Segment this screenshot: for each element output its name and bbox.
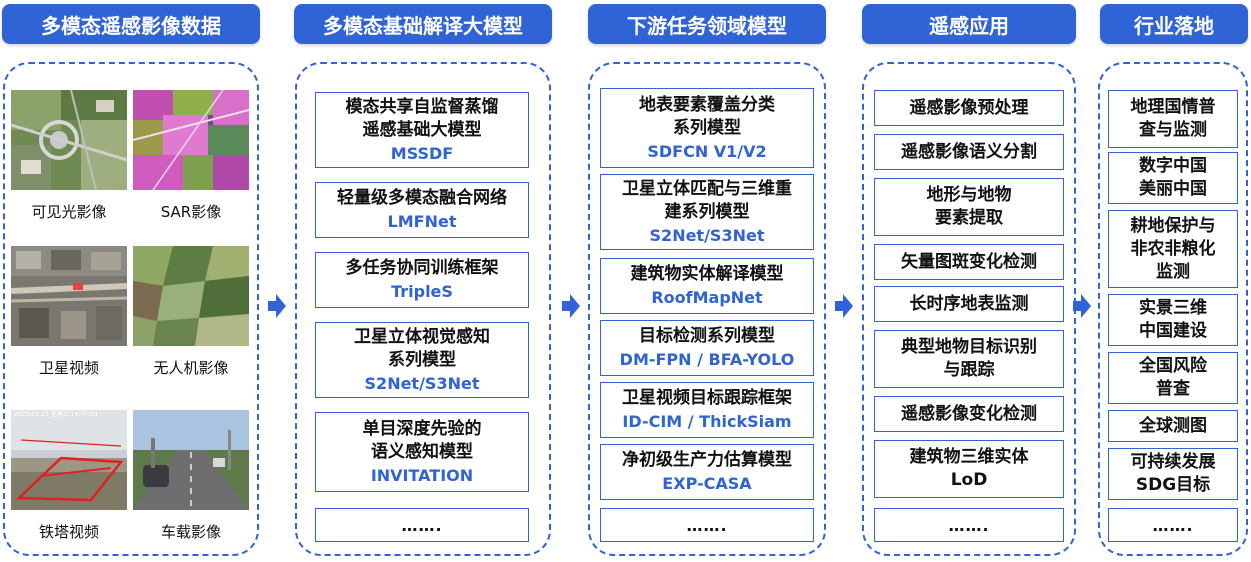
model-box-triples: 多任务协同训练框架 TripleS <box>315 252 529 308</box>
model-box-s2net: 卫星立体视觉感知 系列模型 S2Net/S3Net <box>315 322 529 398</box>
sar-image-icon <box>133 90 249 190</box>
model-title: 目标检测系列模型 <box>639 326 775 346</box>
more-ellipsis: ……. <box>401 515 443 535</box>
application-box: 建筑物三维实体 LoD <box>874 440 1064 498</box>
model-box-mssdf: 模态共享自监督蒸馏 遥感基础大模型 MSSDF <box>315 92 529 168</box>
more-ellipsis: ……. <box>948 515 990 535</box>
model-title: 模态共享自监督蒸馏 遥感基础大模型 <box>345 96 499 140</box>
panel-foundation-models: 模态共享自监督蒸馏 遥感基础大模型 MSSDF 轻量级多模态融合网络 LMFNe… <box>295 62 551 556</box>
industry-title: 实景三维 中国建设 <box>1139 298 1207 341</box>
panel-applications: 遥感影像预处理 遥感影像语义分割 地形与地物 要素提取 矢量图斑变化检测 长时序… <box>862 62 1076 556</box>
model-title: 卫星立体视觉感知 系列模型 <box>354 326 490 370</box>
downstream-box-roofmapnet: 建筑物实体解译模型 RoofMapNet <box>600 258 814 314</box>
industry-box: 数字中国 美丽中国 <box>1108 152 1238 204</box>
header-applications: 遥感应用 <box>862 4 1076 44</box>
model-subtitle: INVITATION <box>370 465 474 485</box>
flow-arrow-right-icon <box>835 294 853 318</box>
application-box: 长时序地表监测 <box>874 286 1064 322</box>
model-title: 地表要素覆盖分类 系列模型 <box>639 94 775 138</box>
header-foundation-models: 多模态基础解译大模型 <box>294 4 552 44</box>
tower-video-frame-icon: 2023-03-22 星期三 14:07:53 <box>11 410 127 510</box>
application-box: 典型地物目标识别 与跟踪 <box>874 330 1064 388</box>
industry-box: 全球测图 <box>1108 410 1238 442</box>
industry-title: 地理国情普 查与监测 <box>1130 97 1216 140</box>
industry-title: 耕地保护与 非农非粮化 监测 <box>1130 215 1216 282</box>
panel-industries: 地理国情普 查与监测 数字中国 美丽中国 耕地保护与 非农非粮化 监测 实景三维… <box>1098 62 1248 556</box>
application-box: 地形与地物 要素提取 <box>874 178 1064 236</box>
application-title: 长时序地表监测 <box>909 293 1029 314</box>
image-caption: 铁塔视频 <box>38 523 99 541</box>
model-box-more: ……. <box>315 508 529 542</box>
model-subtitle: S2Net/S3Net <box>649 225 765 245</box>
industry-box: 全国风险 普查 <box>1108 352 1238 404</box>
model-title: 多任务协同训练框架 <box>345 258 499 278</box>
application-box: 矢量图斑变化检测 <box>874 244 1064 280</box>
application-title: 典型地物目标识别 与跟踪 <box>901 337 1037 380</box>
industry-title: 全球测图 <box>1139 415 1207 436</box>
aerial-visible-image-icon <box>11 90 127 190</box>
header-industries: 行业落地 <box>1100 4 1248 44</box>
image-caption: 卫星视频 <box>38 359 99 377</box>
image-caption: SAR影像 <box>160 203 222 221</box>
industry-title: 可持续发展 SDG目标 <box>1130 452 1216 495</box>
industry-box: 耕地保护与 非农非粮化 监测 <box>1108 210 1238 288</box>
application-title: 遥感影像变化检测 <box>901 403 1037 424</box>
model-box-lmfnet: 轻量级多模态融合网络 LMFNet <box>315 182 529 238</box>
application-title: 建筑物三维实体 LoD <box>909 447 1029 490</box>
flow-arrow-right-icon <box>268 294 286 318</box>
downstream-box-sdfcn: 地表要素覆盖分类 系列模型 SDFCN V1/V2 <box>600 88 814 168</box>
model-subtitle: MSSDF <box>390 143 454 163</box>
application-title: 矢量图斑变化检测 <box>901 251 1037 272</box>
downstream-box-detection: 目标检测系列模型 DM-FPN / BFA-YOLO <box>600 320 814 376</box>
model-subtitle: S2Net/S3Net <box>364 373 480 393</box>
downstream-box-more: ……. <box>600 508 814 542</box>
header-data: 多模态遥感影像数据 <box>2 4 260 44</box>
industry-title: 数字中国 美丽中国 <box>1139 156 1207 199</box>
model-subtitle: RoofMapNet <box>651 288 763 307</box>
model-title: 建筑物实体解译模型 <box>630 264 784 284</box>
downstream-box-s2net: 卫星立体匹配与三维重 建系列模型 S2Net/S3Net <box>600 174 814 250</box>
model-title: 轻量级多模态融合网络 <box>337 188 507 208</box>
application-box-more: ……. <box>874 508 1064 542</box>
application-title: 遥感影像语义分割 <box>901 141 1037 162</box>
flow-arrow-right-icon <box>1073 294 1091 318</box>
application-title: 遥感影像预处理 <box>909 97 1029 118</box>
model-title: 单目深度先验的 语义感知模型 <box>362 418 482 462</box>
panel-data: 可见光影像 SAR影像 <box>3 62 259 556</box>
downstream-box-tracking: 卫星视频目标跟踪框架 ID-CIM / ThickSiam <box>600 382 814 438</box>
panel-downstream-models: 地表要素覆盖分类 系列模型 SDFCN V1/V2 卫星立体匹配与三维重 建系列… <box>588 62 826 556</box>
model-title: 净初级生产力估算模型 <box>622 450 792 470</box>
industry-box: 实景三维 中国建设 <box>1108 294 1238 346</box>
model-subtitle: ID-CIM / ThickSiam <box>622 412 792 431</box>
industry-title: 全国风险 普查 <box>1139 356 1207 399</box>
model-subtitle: SDFCN V1/V2 <box>647 141 767 161</box>
more-ellipsis: ……. <box>1152 515 1194 535</box>
model-box-invitation: 单目深度先验的 语义感知模型 INVITATION <box>315 412 529 492</box>
application-box: 遥感影像语义分割 <box>874 134 1064 170</box>
application-box: 遥感影像变化检测 <box>874 396 1064 432</box>
model-subtitle: EXP-CASA <box>662 474 752 493</box>
application-box: 遥感影像预处理 <box>874 90 1064 126</box>
tower-video-timestamp: 2023-03-22 星期三 14:07:53 <box>14 411 98 418</box>
downstream-box-exp-casa: 净初级生产力估算模型 EXP-CASA <box>600 444 814 500</box>
model-title: 卫星视频目标跟踪框架 <box>622 388 792 408</box>
industry-box-more: ……. <box>1108 508 1238 542</box>
application-title: 地形与地物 要素提取 <box>926 185 1012 228</box>
flow-arrow-right-icon <box>562 294 580 318</box>
image-caption: 无人机影像 <box>153 359 229 377</box>
model-subtitle: LMFNet <box>387 212 457 231</box>
model-subtitle: TripleS <box>391 282 453 301</box>
model-title: 卫星立体匹配与三维重 建系列模型 <box>622 178 792 222</box>
more-ellipsis: ……. <box>686 515 728 535</box>
industry-box: 地理国情普 查与监测 <box>1108 90 1238 148</box>
industry-box: 可持续发展 SDG目标 <box>1108 448 1238 500</box>
model-subtitle: DM-FPN / BFA-YOLO <box>619 350 795 369</box>
drone-image-icon <box>133 246 249 346</box>
header-downstream-models: 下游任务领域模型 <box>588 4 826 44</box>
satellite-video-frame-icon <box>11 246 127 346</box>
image-caption: 车载影像 <box>160 523 221 541</box>
vehicle-road-image-icon <box>133 410 249 510</box>
image-caption: 可见光影像 <box>31 203 107 221</box>
